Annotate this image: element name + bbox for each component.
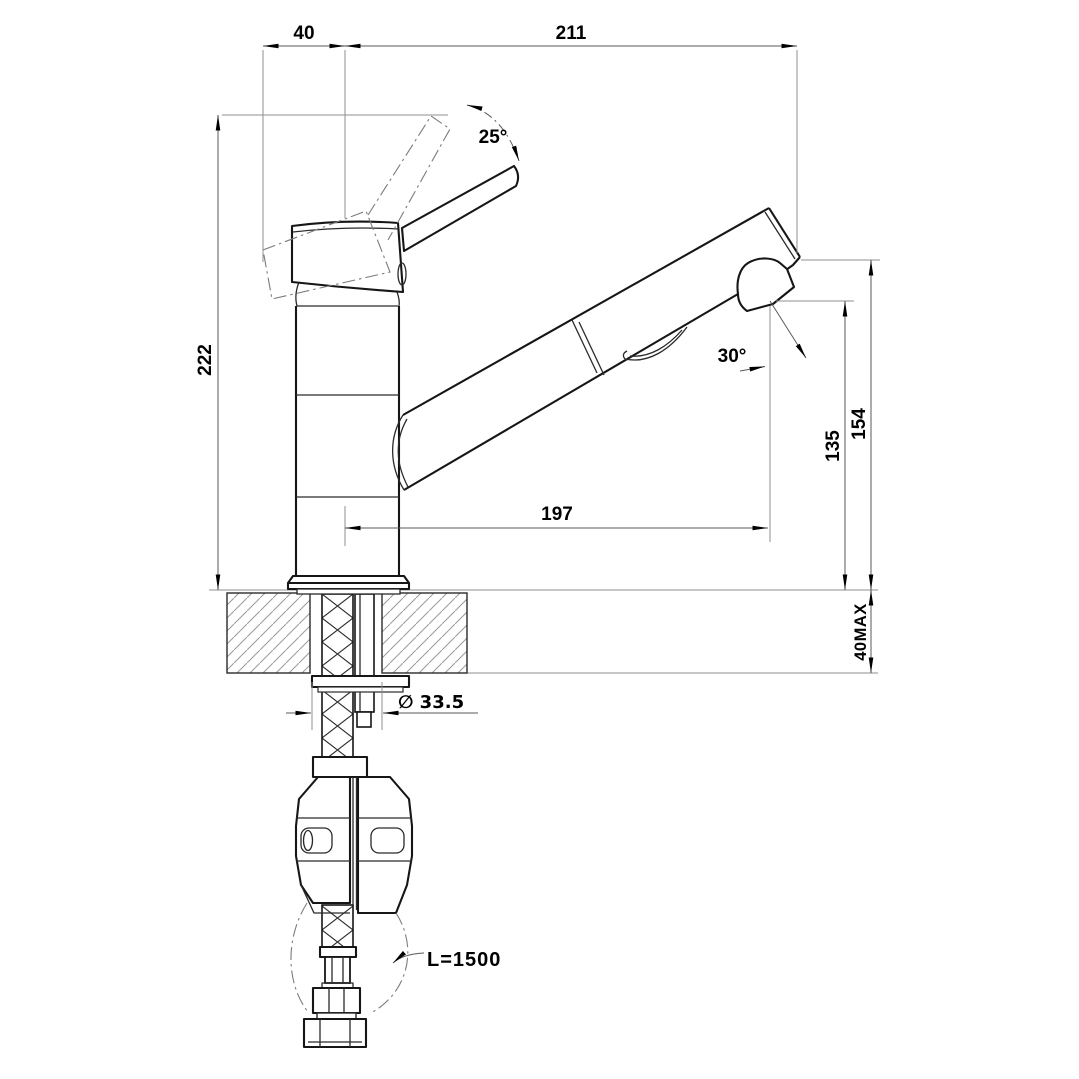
hose-loop-phantom-right xyxy=(370,912,409,1014)
hose-collar xyxy=(311,755,369,779)
lever-pivot-detail xyxy=(397,262,407,286)
hose-loop-phantom-left xyxy=(290,902,309,1013)
dim-text-25deg: 25° xyxy=(479,127,508,148)
hose-length-leader xyxy=(392,950,425,964)
spout-collar-curve xyxy=(391,414,405,491)
dim-text-hole-diameter: ∅ 33.5 xyxy=(398,692,464,713)
faucet-body xyxy=(262,115,801,595)
spray-angle-line xyxy=(769,300,807,359)
dim-text-hose-length: L=1500 xyxy=(427,949,501,971)
hex-nut-upper xyxy=(311,986,362,1015)
counter-hatch-right xyxy=(381,592,468,674)
hose-end-fittings xyxy=(302,945,368,1049)
pullout-joint-line xyxy=(571,319,598,374)
dim-text-154: 154 xyxy=(849,408,870,440)
braided-hose-lower xyxy=(321,904,354,948)
hex-nut-lower xyxy=(302,1017,368,1049)
dim-text-222: 222 xyxy=(195,344,216,376)
braided-hose-upper xyxy=(321,593,354,677)
lever-raised-phantom xyxy=(262,115,451,300)
mounting-flange xyxy=(310,674,411,693)
neck xyxy=(295,281,300,307)
spout-end-cap xyxy=(764,211,796,260)
annotations: 40 211 222 25° 30° 135 154 40MAX 197 ∅ 3… xyxy=(195,23,880,971)
cartridge-head xyxy=(290,220,407,294)
faucet-column xyxy=(294,305,401,576)
hose-ferrule xyxy=(318,945,358,959)
counterweight-left-half xyxy=(294,775,352,905)
dim-text-40: 40 xyxy=(293,23,314,44)
dim-text-135: 135 xyxy=(823,430,844,462)
base-flange xyxy=(286,574,411,595)
lever-handle xyxy=(400,164,520,253)
spout-tube xyxy=(403,208,800,490)
spray-nozzle xyxy=(736,257,796,313)
handle-angle-arc xyxy=(466,104,520,162)
dim-text-197: 197 xyxy=(541,504,573,525)
counterweight-right-half xyxy=(356,775,414,915)
dim-text-211: 211 xyxy=(556,23,587,44)
dim-text-30deg: 30° xyxy=(718,346,747,367)
dim-text-40max: 40MAX xyxy=(852,603,870,661)
counterweight xyxy=(294,775,414,915)
fixing-rod xyxy=(354,593,375,728)
under-counter-assembly xyxy=(290,593,414,1049)
spray-head-grip xyxy=(622,326,688,361)
countertop-section xyxy=(226,589,878,674)
counter-hatch-left xyxy=(226,592,311,674)
braided-hose-mid xyxy=(321,690,354,758)
